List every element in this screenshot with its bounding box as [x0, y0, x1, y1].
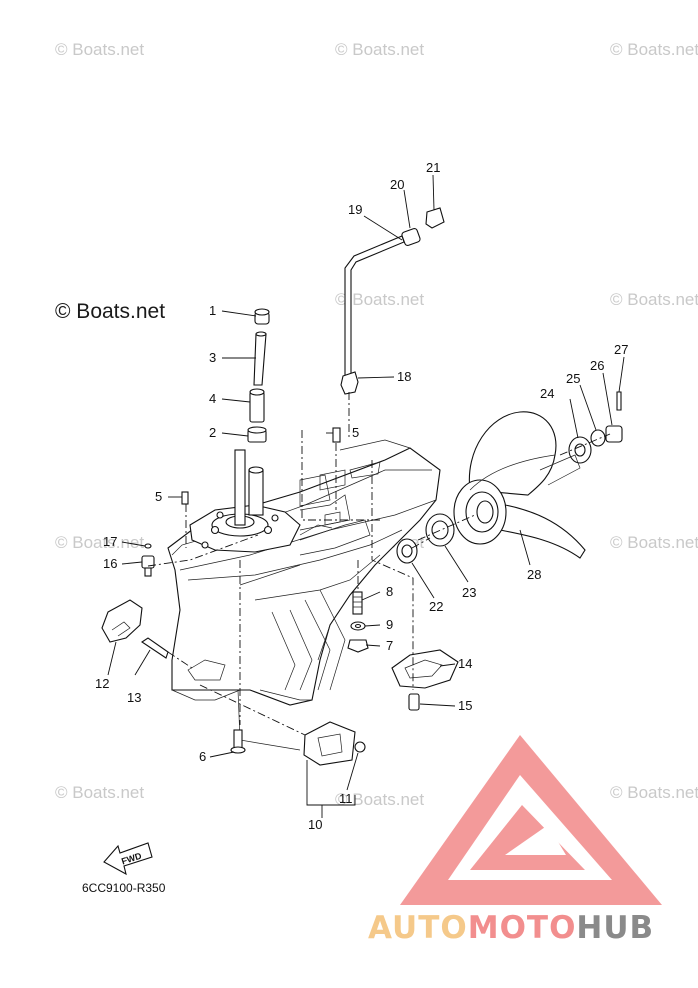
- callout-1: 1: [209, 303, 216, 318]
- part-7: [347, 639, 369, 653]
- callout-23: 23: [462, 585, 476, 600]
- callout-13: 13: [127, 690, 141, 705]
- center-lines: [147, 392, 611, 736]
- watermark: © Boats.net: [55, 40, 144, 59]
- leader-lines: [107, 174, 625, 818]
- callout-26: 26: [590, 358, 604, 373]
- part-10: [303, 721, 356, 766]
- callout-6: 6: [199, 749, 206, 764]
- callout-10: 10: [308, 817, 322, 832]
- watermark: © Boats.net: [335, 790, 424, 809]
- brand-part-hub: HUB: [576, 910, 654, 946]
- part-16: [141, 555, 155, 569]
- shift-rod: [340, 207, 445, 395]
- callout-17: 17: [103, 534, 117, 549]
- part-13: [141, 637, 169, 659]
- watermark: © Boats.net: [335, 290, 424, 309]
- watermark: © Boats.net: [610, 290, 698, 309]
- callout-9: 9: [386, 617, 393, 632]
- callout-3: 3: [209, 350, 216, 365]
- callout-28: 28: [527, 567, 541, 582]
- rod-joint-20: [401, 227, 421, 247]
- callout-18: 18: [397, 369, 411, 384]
- grommet-18: [340, 371, 359, 395]
- part-26: [605, 425, 623, 443]
- callout-15: 15: [458, 698, 472, 713]
- watermark: © Boats.net: [335, 40, 424, 59]
- watermark: © Boats.net: [610, 533, 698, 552]
- clip-21: [425, 207, 445, 229]
- watermark-main: © Boats.net: [55, 300, 165, 323]
- watermark: © Boats.net: [610, 783, 698, 802]
- watermarks: © Boats.net © Boats.net © Boats.net © Bo…: [55, 40, 698, 809]
- callout-25: 25: [566, 371, 580, 386]
- callout-7: 7: [386, 638, 393, 653]
- part-4: [249, 391, 265, 423]
- watermark: © Boats.net: [55, 783, 144, 802]
- watermark: © Boats.net: [55, 533, 144, 552]
- callout-8: 8: [386, 584, 393, 599]
- part-8: [352, 591, 363, 615]
- callout-20: 20: [390, 177, 404, 192]
- callout-5-lower: 5: [155, 489, 162, 504]
- watermark: © Boats.net: [610, 40, 698, 59]
- part-17: [144, 543, 152, 549]
- callout-27: 27: [614, 342, 628, 357]
- propeller-28: [453, 411, 586, 559]
- part-12: [101, 599, 143, 643]
- logo-triangle-cut: [505, 825, 566, 855]
- part-3: [253, 333, 267, 386]
- part-5-lower: [181, 491, 189, 505]
- callout-12: 12: [95, 676, 109, 691]
- fwd-arrow-icon: FWD: [103, 842, 153, 876]
- callout-19: 19: [348, 202, 362, 217]
- callout-21: 21: [426, 160, 440, 175]
- brand-part-moto: MOTO: [468, 910, 577, 946]
- part-15: [408, 693, 420, 711]
- callout-5-upper: 5: [352, 425, 359, 440]
- part-11: [354, 741, 366, 753]
- callout-22: 22: [429, 599, 443, 614]
- brand-logo: AUTOMOTOHUB: [368, 735, 662, 946]
- part-14: [391, 649, 459, 689]
- part-25: [590, 429, 606, 447]
- brand-wordmark: AUTOMOTOHUB: [368, 910, 654, 946]
- part-27: [616, 391, 622, 411]
- callout-14: 14: [458, 656, 472, 671]
- callout-4: 4: [209, 391, 216, 406]
- drawing-code: 6CC9100-R350: [82, 881, 166, 895]
- lower-casing: [167, 439, 441, 751]
- callout-24: 24: [540, 386, 554, 401]
- callouts: 1 2 3 4 5 5 6 7 8 9 10 11 12 13 14 15 16…: [95, 160, 628, 832]
- callout-11: 11: [339, 791, 353, 806]
- part-6: [233, 729, 243, 749]
- callout-2: 2: [209, 425, 216, 440]
- part-5-upper: [332, 427, 341, 443]
- brand-part-auto: AUTO: [368, 910, 468, 946]
- callout-16: 16: [103, 556, 117, 571]
